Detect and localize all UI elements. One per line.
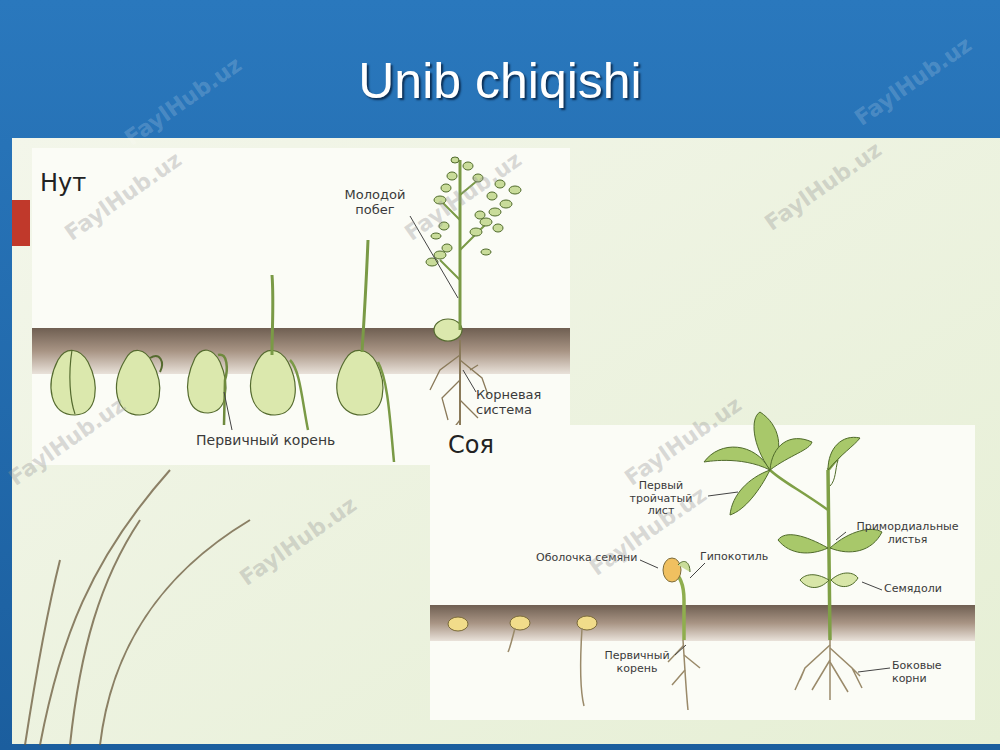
watermark: FaylHub.uz bbox=[850, 32, 976, 131]
panel-heading: Соя bbox=[448, 432, 518, 460]
part-label: Боковые корни bbox=[892, 660, 952, 685]
slide-title: Unib chiqishi bbox=[0, 52, 1000, 110]
part-label: Корневая система bbox=[476, 388, 566, 418]
watermark: FaylHub.uz bbox=[120, 52, 246, 151]
part-label: Первичный корень bbox=[196, 432, 386, 448]
part-label: Примордиальные листья bbox=[845, 521, 970, 546]
panel-heading: Нут bbox=[40, 170, 110, 198]
part-label: Первичный корень bbox=[597, 650, 677, 675]
part-label: Молодой побег bbox=[330, 188, 420, 218]
part-label: Гипокотиль bbox=[700, 551, 790, 564]
part-label: Семядоли bbox=[884, 583, 964, 596]
